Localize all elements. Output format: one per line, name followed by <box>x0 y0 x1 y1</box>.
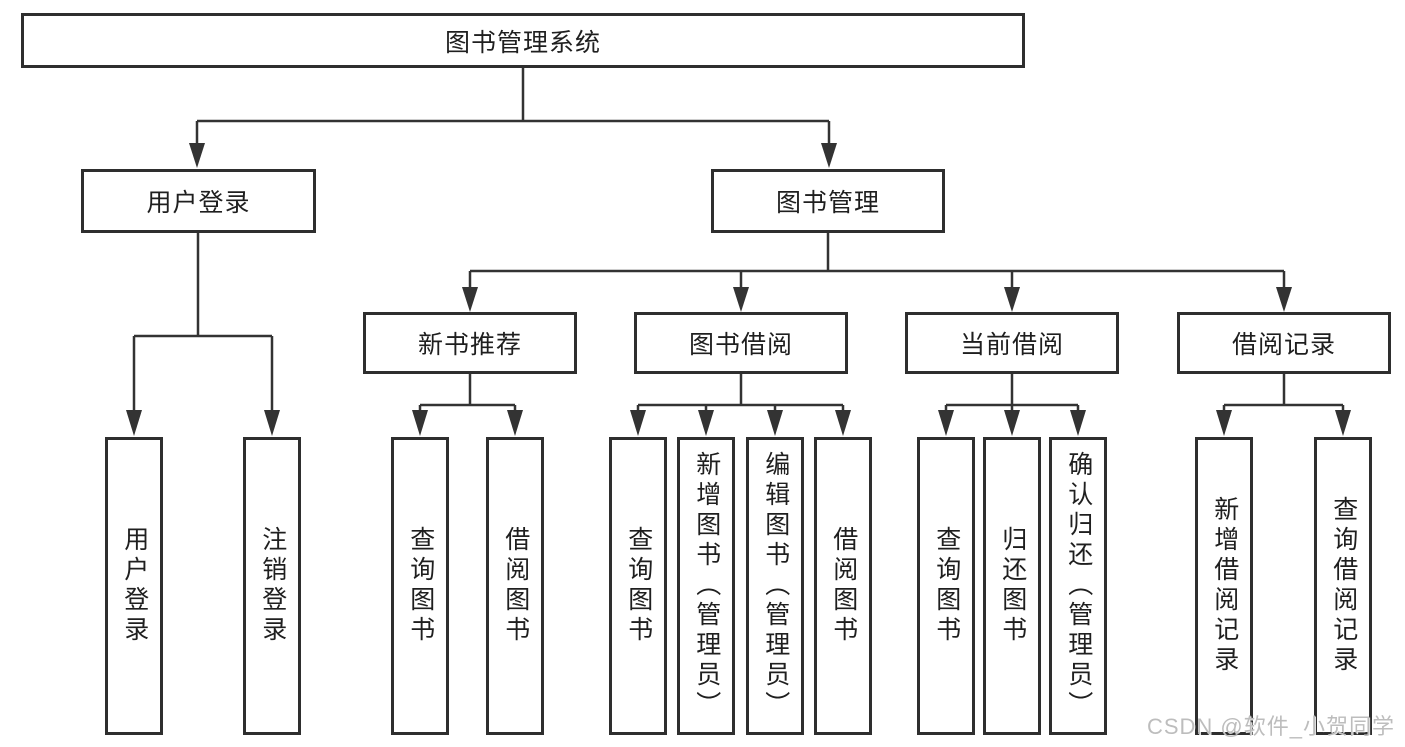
leaf-add-books-admin: 新增图书（管理员） <box>677 437 735 735</box>
leaf-label: 确认归还（管理员） <box>1064 451 1093 721</box>
leaf-label: 新增图书（管理员） <box>692 451 721 721</box>
leaf-label: 查询图书 <box>406 526 435 646</box>
leaf-label: 用户登录 <box>120 526 149 646</box>
leaf-label: 借阅图书 <box>501 526 530 646</box>
leaf-label: 编辑图书（管理员） <box>761 451 790 721</box>
leaf-return-books: 归还图书 <box>983 437 1041 735</box>
leaf-user-login: 用户登录 <box>105 437 163 735</box>
leaf-label: 查询借阅记录 <box>1329 496 1358 676</box>
node-borrowing-records: 借阅记录 <box>1177 312 1391 374</box>
node-current-borrowing: 当前借阅 <box>905 312 1119 374</box>
node-label: 图书管理 <box>775 189 880 217</box>
leaf-label: 查询图书 <box>624 526 653 646</box>
node-book-management: 图书管理 <box>711 169 945 233</box>
leaf-confirm-return-admin: 确认归还（管理员） <box>1049 437 1107 735</box>
leaf-label: 借阅图书 <box>829 526 858 646</box>
node-user-login: 用户登录 <box>81 169 316 233</box>
node-label: 新书推荐 <box>417 331 522 359</box>
node-label: 借阅记录 <box>1231 331 1336 359</box>
leaf-add-borrow-record: 新增借阅记录 <box>1195 437 1253 735</box>
leaf-borrow-books-recommend: 借阅图书 <box>486 437 544 735</box>
node-label: 图书管理系统 <box>444 28 601 57</box>
node-label: 用户登录 <box>146 189 251 217</box>
leaf-logout: 注销登录 <box>243 437 301 735</box>
leaf-query-books-recommend: 查询图书 <box>391 437 449 735</box>
node-label: 当前借阅 <box>959 331 1064 359</box>
leaf-query-books-borrowing: 查询图书 <box>609 437 667 735</box>
leaf-edit-books-admin: 编辑图书（管理员） <box>746 437 804 735</box>
leaf-borrow-books: 借阅图书 <box>814 437 872 735</box>
leaf-query-books-current: 查询图书 <box>917 437 975 735</box>
leaf-label: 归还图书 <box>998 526 1027 646</box>
node-book-borrowing: 图书借阅 <box>634 312 848 374</box>
node-label: 图书借阅 <box>688 331 793 359</box>
leaf-label: 注销登录 <box>258 526 287 646</box>
node-new-book-recommendation: 新书推荐 <box>363 312 577 374</box>
leaf-label: 查询图书 <box>932 526 961 646</box>
arrowheads <box>126 143 1351 436</box>
leaf-query-borrow-record: 查询借阅记录 <box>1314 437 1372 735</box>
node-library-management-system: 图书管理系统 <box>21 13 1025 68</box>
leaf-label: 新增借阅记录 <box>1210 496 1239 676</box>
